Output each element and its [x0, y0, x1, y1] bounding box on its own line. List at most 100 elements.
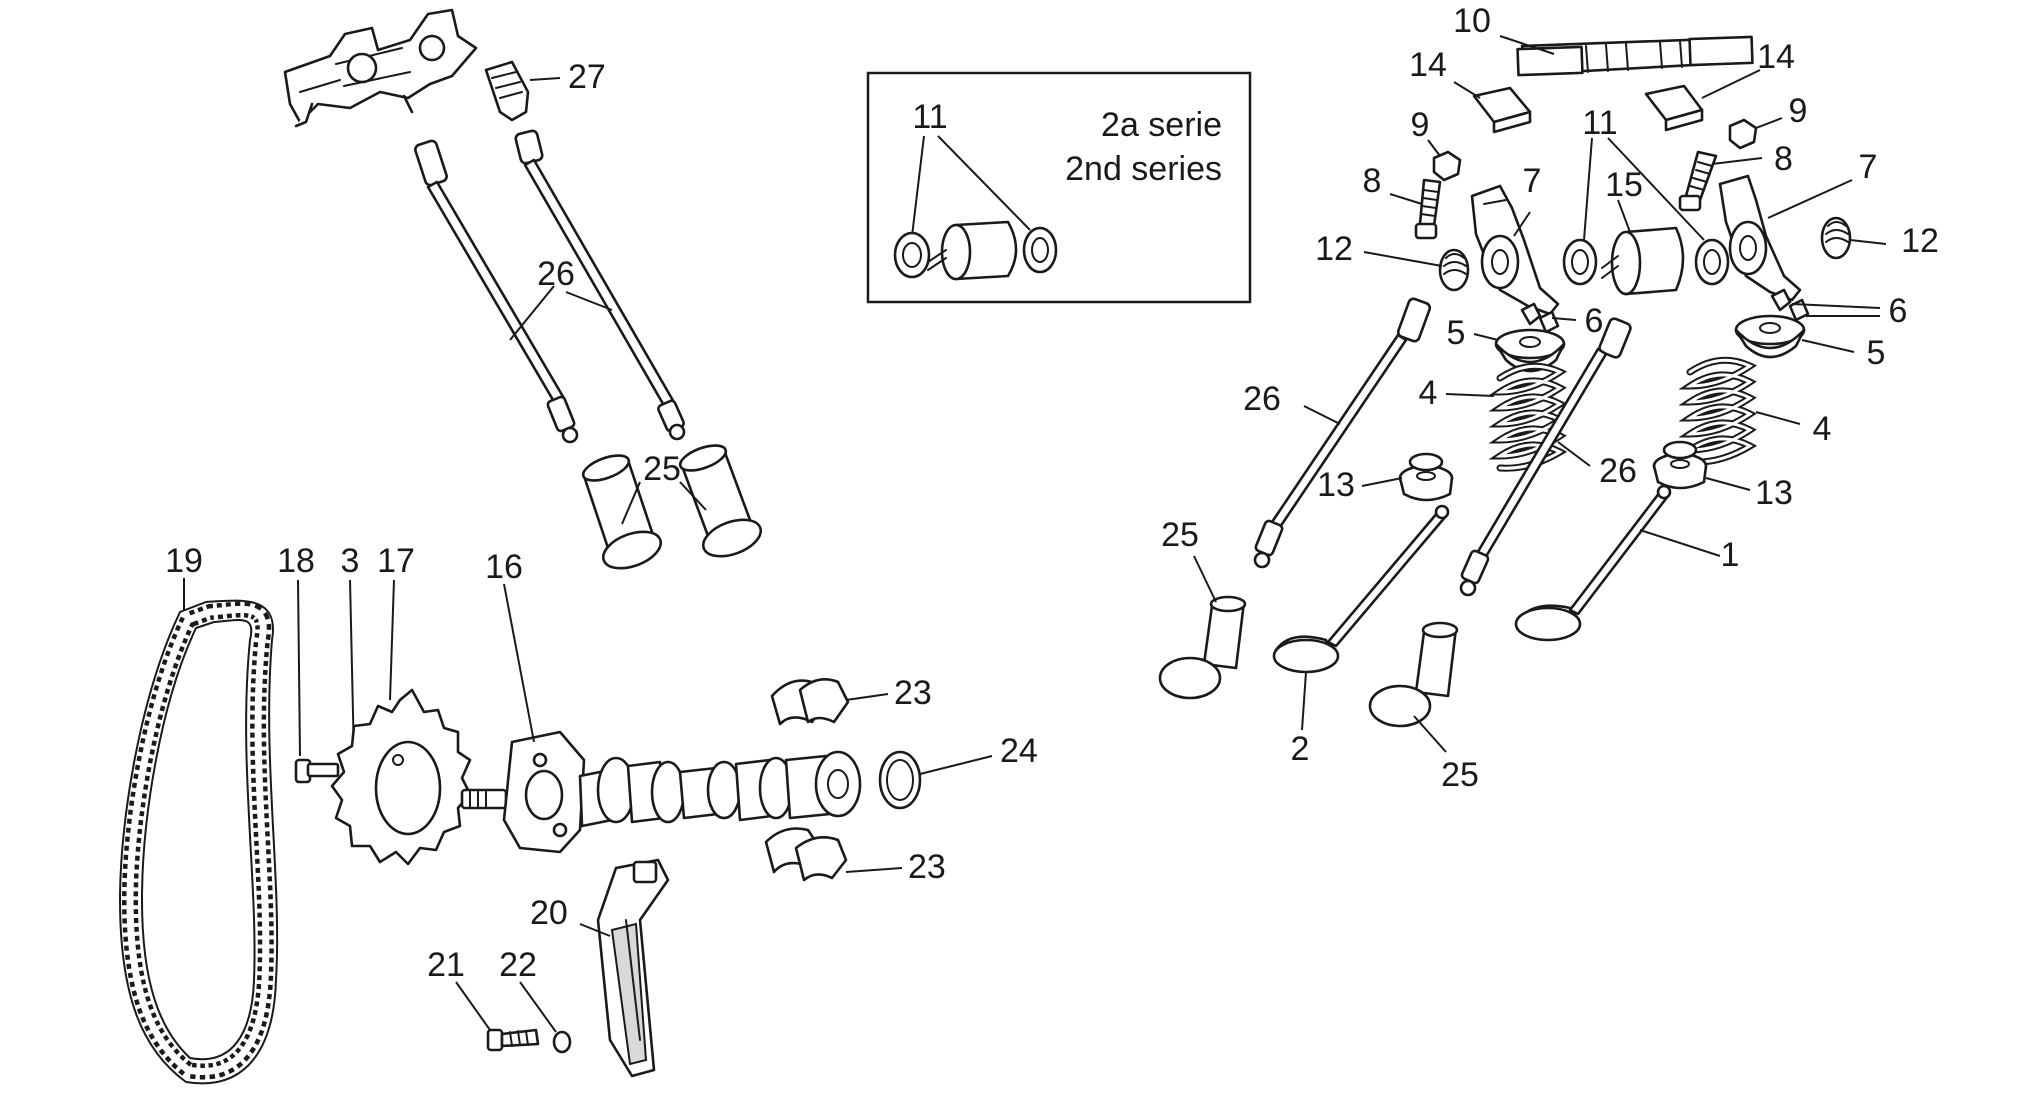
leader-9: [1755, 117, 1783, 129]
label-17: 17: [377, 542, 415, 580]
leader-1: [1639, 529, 1721, 557]
label-27: 27: [568, 58, 606, 96]
label-13-left: 13: [1317, 466, 1355, 504]
bolt-part-18: [294, 758, 340, 784]
label-25-top: 25: [643, 450, 681, 488]
screw-part-21: [486, 1028, 540, 1052]
leader-18: [297, 579, 301, 757]
label-20: 20: [530, 894, 568, 932]
label-8-right: 8: [1774, 140, 1793, 178]
leader-26: [509, 285, 555, 341]
pad-part-14-left: [1472, 86, 1532, 134]
label-18: 18: [277, 542, 315, 580]
label-23-bottom: 23: [908, 848, 946, 886]
leader-25: [1413, 715, 1447, 753]
label-26-right: 26: [1599, 452, 1637, 490]
label-2: 2: [1291, 730, 1310, 768]
leader-26: [1557, 441, 1591, 467]
inset-frame: [866, 71, 1252, 304]
label-13-right: 13: [1755, 474, 1793, 512]
valve-spring-part-4-left: [1488, 362, 1568, 472]
screw-part-8-left: [1414, 178, 1442, 240]
label-4-left: 4: [1419, 374, 1438, 412]
label-4-right: 4: [1813, 410, 1832, 448]
label-22: 22: [499, 946, 537, 984]
label-8-left: 8: [1363, 162, 1382, 200]
label-9-right: 9: [1789, 92, 1808, 130]
valve-spring-part-4-right: [1678, 356, 1758, 466]
label-5-right: 5: [1867, 334, 1886, 372]
pushrod-part-26-right-right: [1459, 317, 1632, 597]
washer-part-22: [552, 1030, 572, 1054]
label-5-left: 5: [1447, 314, 1466, 352]
label-11: 11: [1582, 104, 1617, 142]
rocker-shaft-part-10: [1516, 35, 1754, 77]
label-15: 15: [1605, 166, 1643, 204]
roller-part-15: [1601, 226, 1685, 296]
label-26-left: 26: [537, 255, 575, 293]
spring-seat-part-13-left: [1398, 452, 1454, 502]
leader-12: [1363, 251, 1443, 267]
spring-retainer-part-5-left: [1494, 328, 1566, 373]
valve-part-2: [1272, 504, 1450, 674]
ring-part-24: [878, 750, 922, 810]
label-1: 1: [1721, 536, 1740, 574]
inset-title-en: 2nd series: [1065, 150, 1222, 188]
label-16: 16: [485, 548, 523, 586]
label-7-right: 7: [1859, 148, 1878, 186]
leader-25: [679, 481, 707, 511]
leader-27: [529, 77, 561, 81]
label-14-left: 14: [1409, 46, 1447, 84]
leader-13: [1705, 477, 1751, 491]
label-9-left: 9: [1411, 106, 1430, 144]
rocker-arm-part-7-right: [1718, 174, 1802, 302]
leader-23: [845, 867, 903, 873]
leader-5: [1473, 333, 1499, 341]
label-14-right: 14: [1757, 38, 1795, 76]
label-6-right: 6: [1889, 292, 1908, 330]
cam-follower-part-11: [1562, 238, 1730, 286]
leader-25: [1193, 555, 1217, 603]
label-3: 3: [341, 542, 360, 580]
camshaft-part-16: [460, 730, 862, 854]
leader-20: [579, 923, 611, 937]
leader-11: [1607, 137, 1705, 241]
chain-tensioner-part-20: [596, 858, 670, 1078]
bushing-part-23-top: [770, 678, 850, 726]
nut-part-9-left: [1432, 150, 1462, 182]
leader-26: [1303, 405, 1341, 425]
label-25-bottom: 25: [1441, 756, 1479, 794]
pushrod-part-26-right: [514, 129, 686, 441]
leader-25: [621, 481, 641, 525]
label-12-right: 12: [1901, 222, 1939, 260]
label-25-mid: 25: [1161, 516, 1199, 554]
leader-14: [1701, 69, 1761, 99]
inset-part-label: 11: [912, 98, 947, 136]
rocker-shaft-assembly: [283, 8, 478, 128]
leader-4: [1445, 393, 1495, 397]
valve-part-1: [1514, 484, 1672, 642]
pad-part-14-right: [1644, 84, 1704, 132]
clip-part-12-right: [1820, 216, 1852, 260]
tappet-part-25-right-top: [1158, 595, 1247, 700]
leader-23: [845, 693, 889, 701]
leader-6: [1551, 317, 1577, 321]
tappet-part-25-right-bottom: [1368, 621, 1459, 728]
screw-part-8-right: [1678, 150, 1718, 212]
leader-26: [565, 291, 613, 311]
inset-2nd-series: 2a serie 2nd series 11: [866, 71, 1252, 304]
leader-8: [1711, 157, 1763, 165]
leader-8: [1389, 193, 1423, 205]
leader-10: [1499, 35, 1555, 55]
tappet-part-25-left: [581, 454, 663, 570]
leader-11: [1583, 137, 1593, 241]
leader-21: [455, 981, 491, 1031]
leader-22: [519, 981, 557, 1033]
label-7-left: 7: [1523, 162, 1542, 200]
label-6-left: 6: [1585, 302, 1604, 340]
leader-7: [1767, 179, 1853, 219]
leader-7: [1513, 211, 1531, 237]
leader-17: [389, 579, 395, 701]
inset-leader: [937, 135, 1031, 231]
